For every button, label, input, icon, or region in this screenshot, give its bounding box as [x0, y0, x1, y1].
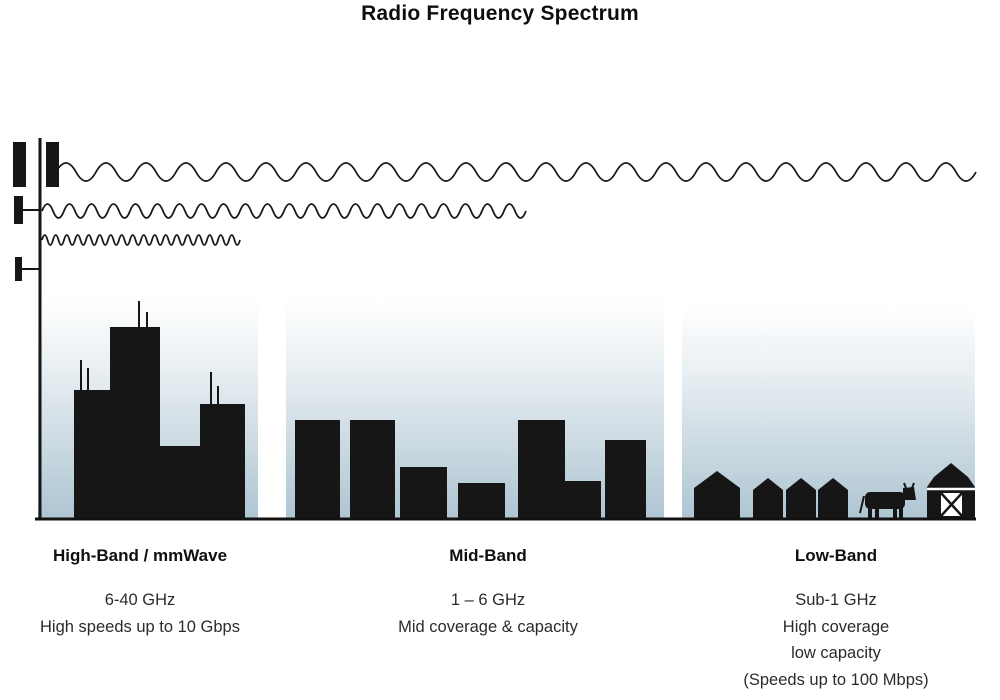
highband-label-block: High-Band / mmWave 6-40 GHz High speeds … [18, 546, 262, 640]
lowband-scene [694, 463, 975, 519]
barn-icon [927, 463, 975, 519]
band-name: High-Band / mmWave [52, 546, 228, 565]
house-icon [694, 471, 740, 519]
band-frequency: 1 – 6 GHz [450, 591, 526, 609]
band-detail: High speeds up to 10 Gbps [40, 617, 240, 636]
band-name: Low-Band [794, 546, 878, 565]
band-detail: (Speeds up to 100 Mbps) [743, 670, 929, 689]
house-icon [753, 478, 783, 519]
band-detail: Mid coverage & capacity [398, 617, 578, 636]
page-title: Radio Frequency Spectrum [361, 2, 639, 25]
highband-skyline [74, 301, 245, 519]
lowband-label-block: Low-Band Sub-1 GHz High coverage low cap… [686, 546, 986, 693]
house-icon [818, 478, 848, 519]
cow-icon [859, 482, 916, 518]
mid-band-wave-icon [41, 203, 527, 219]
band-detail: High coverage [782, 617, 890, 636]
band-detail: low capacity [791, 644, 881, 662]
midband-label-block: Mid-Band 1 – 6 GHz Mid coverage & capaci… [338, 546, 638, 640]
midband-skyline [295, 420, 646, 519]
band-frequency: 6-40 GHz [104, 591, 176, 609]
high-band-wave-icon [41, 234, 241, 246]
low-band-wave-icon [55, 162, 977, 182]
house-icon [786, 478, 816, 519]
band-frequency: Sub-1 GHz [795, 591, 877, 609]
cell-tower-icon [13, 138, 59, 519]
band-name: Mid-Band [449, 546, 527, 565]
